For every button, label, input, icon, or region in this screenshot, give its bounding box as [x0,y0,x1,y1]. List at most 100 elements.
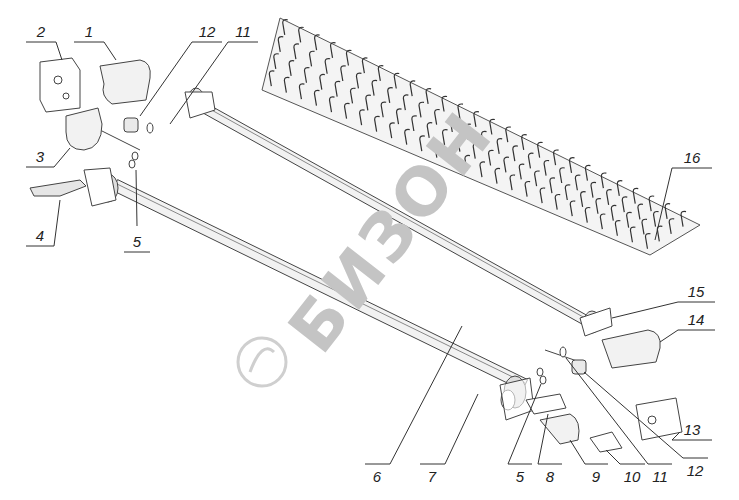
callout-number: 7 [428,468,436,486]
belt-tooth [681,211,686,226]
belt-tooth [540,188,545,203]
belt-tooth [346,50,351,65]
belt-tooth [633,188,638,203]
belt-tooth [397,109,402,124]
watermark-logo [238,338,286,386]
belt-tooth [504,157,509,172]
belt-tooth [645,234,650,249]
callout-number: 11 [652,468,668,486]
callout-number: 5 [516,468,524,486]
belt-tooth [585,165,590,180]
belt-tooth [575,175,580,190]
belt-tooth [560,168,565,183]
belt-tooth [513,146,518,161]
belt-tooth [381,102,386,117]
belt-tooth [350,88,355,103]
belt-tooth [596,199,601,214]
belt-tooth [278,37,283,52]
belt-tooth [550,178,555,193]
shafts [112,96,587,391]
belt-tooth [535,171,540,186]
callout-number: 2 [37,23,45,41]
callout-number: 8 [546,468,554,486]
callout-number: 13 [684,421,701,439]
belt-tooth [269,71,274,86]
belt-tooth [341,66,346,81]
belt-tooth [378,66,383,81]
belt-tooth [495,168,500,183]
belt-tooth [525,181,530,196]
callout-number: 15 [688,283,705,301]
belt-tooth [394,73,399,88]
belt-tooth [617,181,622,196]
belt-tooth [622,197,627,212]
belt-tooth [665,204,670,219]
belt-tooth [405,129,410,144]
callout-number: 14 [688,311,705,329]
belt-tooth [419,102,424,117]
callout-number: 16 [684,149,701,167]
belt-tooth [611,205,616,220]
belt-tooth [310,51,315,66]
belt-tooth [356,73,361,88]
belt-tooth [410,81,415,96]
belt-tooth [570,158,575,173]
belt-tooth [345,103,350,118]
belt-tooth [388,88,393,103]
belt-tooth [330,97,335,112]
belt-tooth [600,214,605,229]
belt-tooth [565,185,570,200]
belt-tooth [570,201,575,216]
belt-tooth [630,227,635,242]
belt-tooth [372,80,377,95]
belt-tooth [375,116,380,131]
belt-tooth [522,135,527,150]
belt-tooth [581,192,586,207]
callout-number: 10 [624,468,641,486]
belt-tooth [601,173,606,188]
callout-number: 4 [36,227,44,245]
callout-number: 12 [687,462,704,480]
belt-tooth [284,77,289,92]
belt-tooth [506,127,511,142]
belt-tooth [274,54,279,69]
belt-tooth [642,219,647,234]
belt-tooth [314,90,319,105]
belt-tooth [299,27,304,42]
callout-number: 9 [592,468,600,486]
callout-number: 5 [133,233,141,251]
belt-tooth [289,61,294,76]
belt-tooth [649,196,654,211]
callout-number: 3 [36,148,44,166]
callout-number: 6 [373,468,381,486]
belt-tooth [403,95,408,110]
callout-number: 1 [85,23,93,41]
belt-tooth [331,43,336,58]
belt-tooth [299,84,304,99]
belt-tooth [554,150,559,165]
leader-lines [26,42,715,464]
belt-tooth [283,20,288,35]
belt-tooth [315,35,320,50]
belt-tooth [360,110,365,125]
belt-tooth [585,208,590,223]
bearings-and-sprockets [84,88,612,420]
small-parts [30,58,682,452]
belt-tooth [335,81,340,96]
belt-tooth [544,160,549,175]
belt-tooth [304,68,309,83]
callout-number: 12 [199,23,216,41]
belt-tooth [654,211,659,226]
belt-tooth [669,219,674,234]
belt-tooth [390,123,395,138]
belt-tooth [510,175,515,190]
belt-tooth [538,142,543,157]
belt-tooth [555,195,560,210]
belt-tooth [528,153,533,168]
callout-number: 11 [235,23,251,41]
belt-tooth [627,212,632,227]
belt-tooth [607,190,612,205]
belt-tooth [615,221,620,236]
belt-tooth [325,59,330,74]
